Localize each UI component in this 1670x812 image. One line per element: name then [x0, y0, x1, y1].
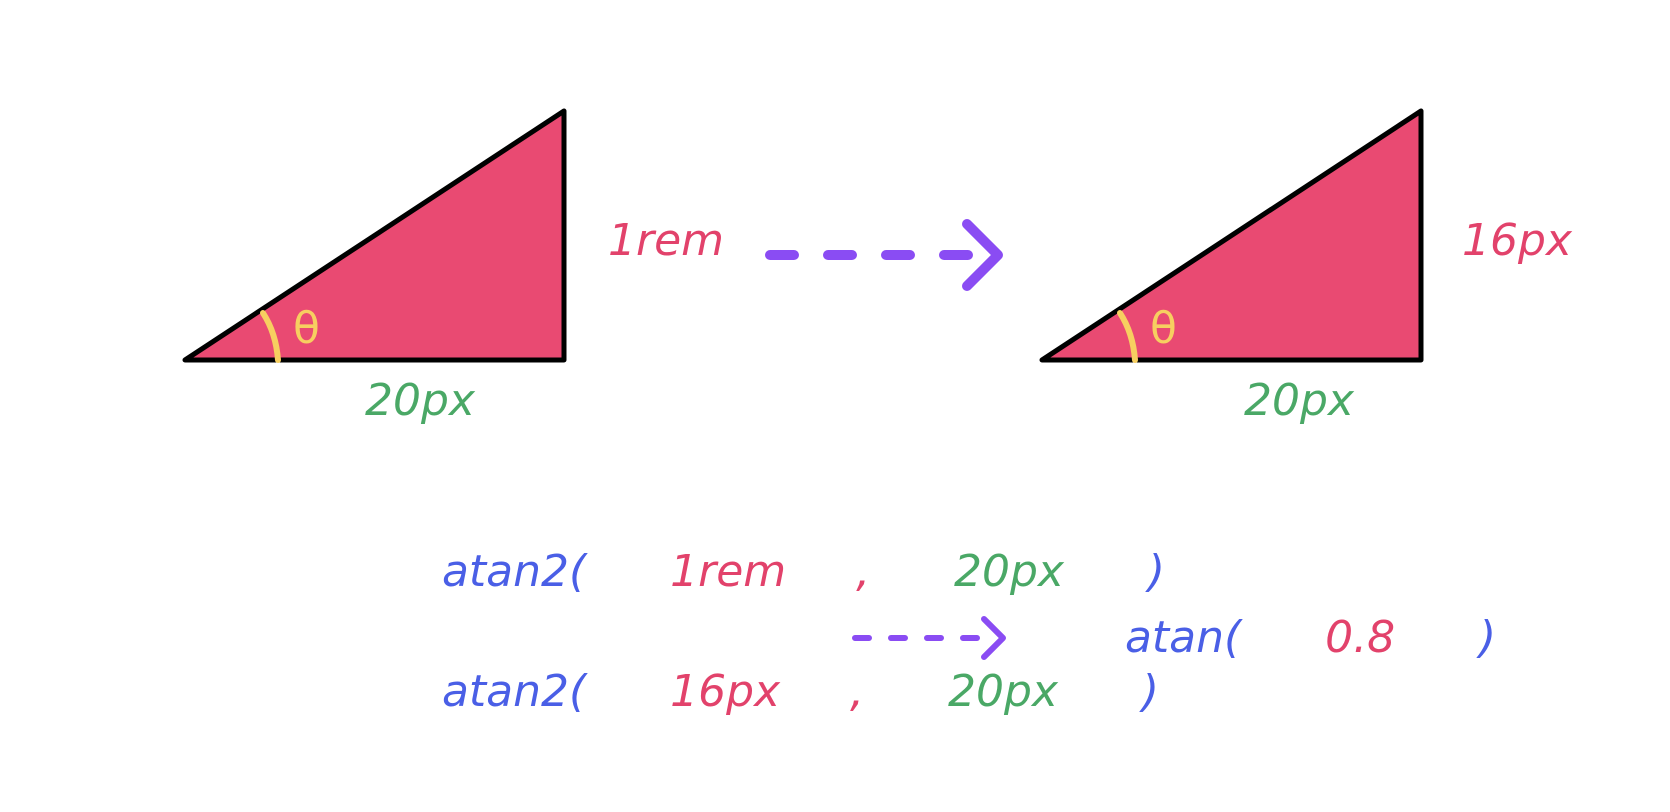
result-arg: 0.8	[1325, 612, 1395, 663]
right-height-label: 16px	[1462, 215, 1573, 266]
top-arrow	[765, 219, 1003, 291]
top-arrow-head	[962, 219, 1003, 291]
right-triangle-group: θ 20px 16px	[1039, 108, 1573, 426]
bottom-arrow-head	[981, 616, 1006, 660]
formula-1-arg1: 1rem	[670, 546, 786, 597]
left-angle-label: θ	[293, 303, 320, 354]
formula-1-close: )	[1145, 546, 1165, 597]
bottom-arrow	[852, 616, 1006, 660]
formula-1-fn: atan2(	[442, 546, 588, 597]
formula-2: atan2( 16px , 20px )	[372, 666, 1201, 717]
left-height-label: 1rem	[608, 215, 724, 266]
result-fn: atan(	[1125, 612, 1243, 663]
formula-2-close: )	[1139, 666, 1159, 717]
right-base-label: 20px	[1244, 375, 1355, 426]
formula-2-arg2: 20px	[948, 666, 1059, 717]
formula-1-sep: ,	[856, 546, 870, 597]
left-base-label: 20px	[365, 375, 476, 426]
formula-2-arg1: 16px	[670, 666, 781, 717]
formula-2-fn: atan2(	[442, 666, 588, 717]
result-close: )	[1476, 612, 1496, 663]
right-angle-label: θ	[1150, 303, 1177, 354]
formula-1: atan2( 1rem , 20px )	[372, 546, 1207, 597]
left-triangle	[182, 108, 567, 363]
right-angle-arc	[1117, 310, 1138, 363]
formula-2-sep: ,	[850, 666, 864, 717]
formula-1-arg2: 20px	[954, 546, 1065, 597]
left-triangle-group: θ 20px 1rem	[182, 108, 724, 426]
right-triangle	[1039, 108, 1424, 363]
result-formula: atan( 0.8 )	[1055, 612, 1538, 663]
left-angle-arc	[260, 310, 281, 363]
